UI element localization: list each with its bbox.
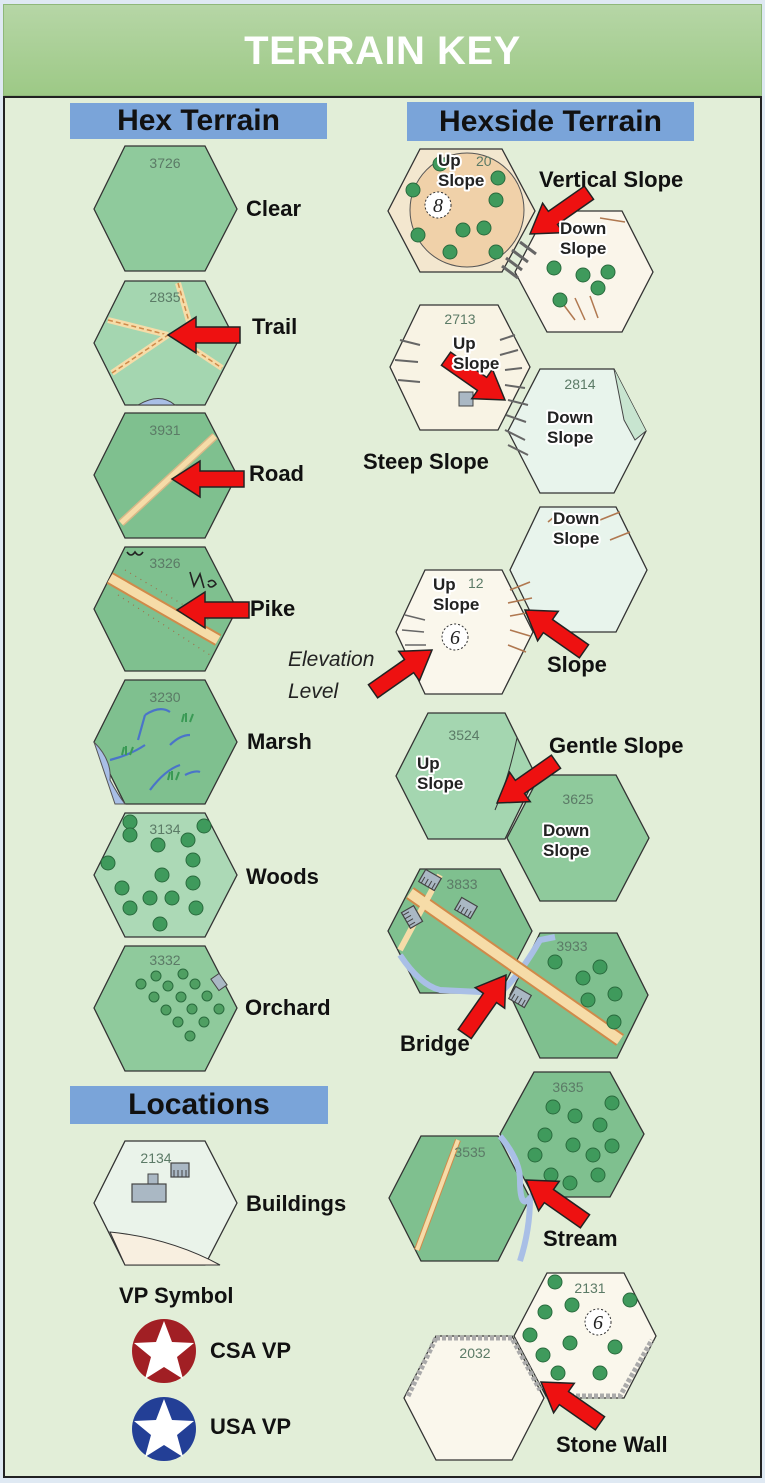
hex-road: 3931 <box>93 412 245 539</box>
label-stream: Stream <box>543 1226 618 1251</box>
hex-number: 3332 <box>149 952 180 968</box>
label-pike: Pike <box>250 596 296 621</box>
hexside-stone-wall: 2032 2131 6 <box>403 1272 657 1461</box>
hex-woods: 3134 <box>93 812 238 938</box>
hex-number: 2032 <box>459 1345 490 1361</box>
elevation-number: 6 <box>450 627 460 649</box>
hex-number: 3635 <box>552 1079 583 1095</box>
label-woods: Woods <box>246 864 319 889</box>
hex-number: 2713 <box>444 311 475 327</box>
label-stone-wall: Stone Wall <box>556 1432 668 1457</box>
hex-number: 2835 <box>149 289 180 305</box>
label-road: Road <box>249 461 304 486</box>
hex-buildings: 2134 <box>93 1140 238 1266</box>
hex-number: 3134 <box>149 821 180 837</box>
hexside-steep-slope: 2713 2814 <box>389 304 647 494</box>
hex-number: 2814 <box>564 376 595 392</box>
hex-number: 3230 <box>149 689 180 705</box>
hex-marsh: 3230 <box>93 679 238 805</box>
elevation-number: 8 <box>433 195 443 217</box>
label-vertical-slope: Vertical Slope <box>539 167 684 192</box>
section-hexside-terrain: Hexside Terrain <box>407 102 694 141</box>
hex-pike: 3326 <box>93 546 250 672</box>
hex-number: 3535 <box>454 1144 485 1160</box>
csa-vp-icon <box>132 1319 196 1383</box>
label-elevation-level: Elevation Level <box>288 648 375 703</box>
label-orchard: Orchard <box>245 995 331 1020</box>
hex-number: 3931 <box>149 422 180 438</box>
label-clear: Clear <box>246 196 302 221</box>
label-gentle-slope: Gentle Slope <box>549 733 684 758</box>
label-slope: Slope <box>547 652 607 677</box>
hex-number: 3933 <box>556 938 587 954</box>
hex-orchard: 3332 <box>93 945 238 1072</box>
hex-clear: 3726 <box>93 145 238 272</box>
page-title: TERRAIN KEY <box>244 29 521 73</box>
building-icon <box>170 1162 190 1178</box>
hex-number: 2131 <box>574 1280 605 1296</box>
hex-trail: 2835 <box>93 280 241 406</box>
section-hex-terrain: Hex Terrain <box>70 103 327 139</box>
title-banner: TERRAIN KEY <box>3 4 762 96</box>
hexside-gentle-slope: 3524 3625 <box>395 712 650 902</box>
label-steep-slope: Steep Slope <box>363 449 489 474</box>
hex-number: 3625 <box>562 791 593 807</box>
label-usa-vp: USA VP <box>210 1414 292 1439</box>
section-locations: Locations <box>70 1086 328 1124</box>
hex-number: 12 <box>468 575 484 591</box>
vp-symbol-title: VP Symbol <box>119 1283 234 1308</box>
label-buildings: Buildings <box>246 1191 347 1216</box>
label-csa-vp: CSA VP <box>210 1338 292 1363</box>
usa-vp-icon <box>132 1397 196 1461</box>
hex-number: 2134 <box>140 1150 171 1166</box>
elevation-number: 6 <box>593 1312 603 1334</box>
hex-number: 20 <box>476 153 492 169</box>
hex-number: 3726 <box>149 155 180 171</box>
label-bridge: Bridge <box>400 1031 470 1056</box>
hexside-vertical-slope: 20 8 <box>387 148 654 333</box>
hex-number: 3524 <box>448 727 479 743</box>
map-lettering-decoration <box>126 550 217 589</box>
hex-number: 3833 <box>446 876 477 892</box>
label-trail: Trail <box>252 314 298 339</box>
hexside-stream: 3535 3635 <box>388 1071 645 1262</box>
hexside-bridge: 3833 3933 <box>387 868 649 1059</box>
label-marsh: Marsh <box>247 729 312 754</box>
hex-number: 3326 <box>149 555 180 571</box>
hexside-slope: 12 6 <box>361 506 648 707</box>
